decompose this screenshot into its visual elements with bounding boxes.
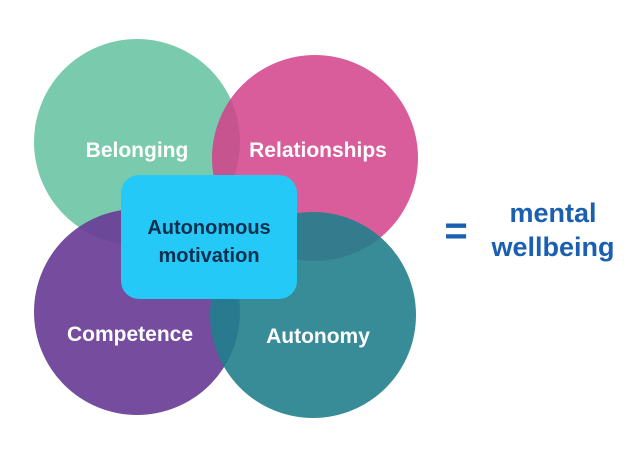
label-autonomy: Autonomy — [266, 325, 370, 348]
center-label-line2: motivation — [158, 245, 259, 267]
label-belonging: Belonging — [86, 139, 189, 162]
equals-sign: = — [444, 209, 467, 253]
center-label-line1: Autonomous — [147, 217, 270, 239]
result-line2: wellbeing — [490, 232, 614, 262]
center-box — [121, 175, 297, 299]
label-relationships: Relationships — [249, 139, 387, 162]
result-line1: mental — [509, 198, 596, 228]
label-competence: Competence — [67, 323, 193, 346]
